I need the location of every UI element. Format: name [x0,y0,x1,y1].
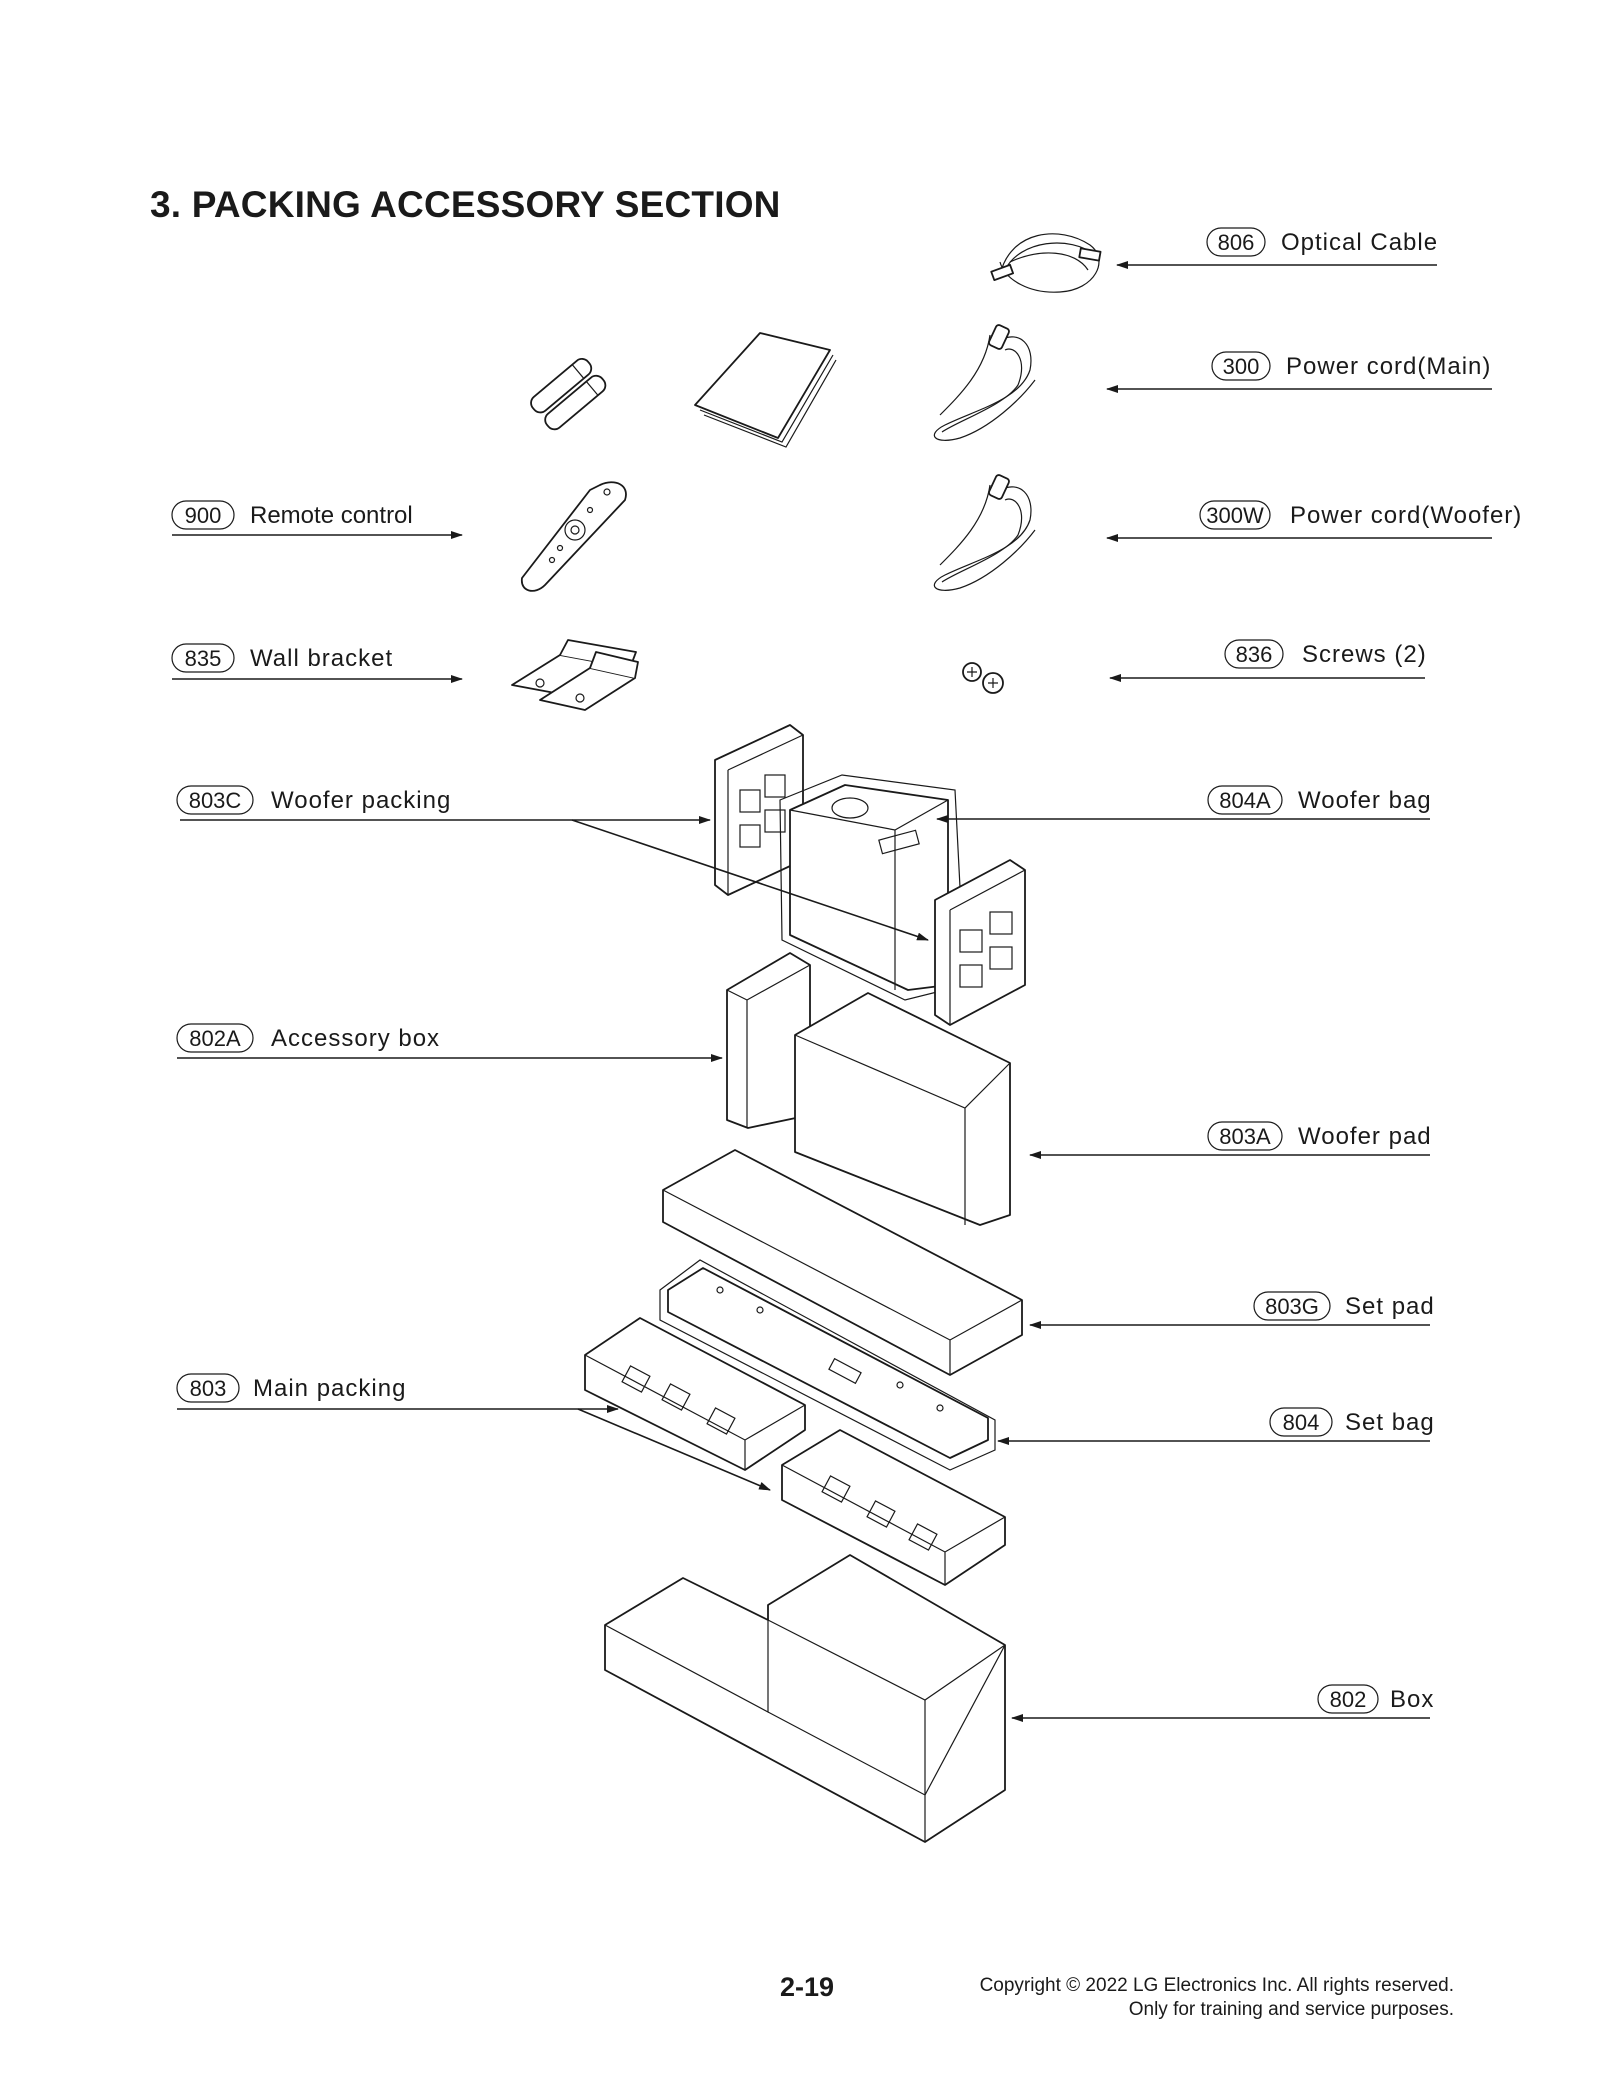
leader-803-b [577,1408,771,1491]
callout-835: 835 Wall bracket [171,643,393,673]
callout-code: 803 [190,1376,227,1401]
main-packing-left-illustration [584,1317,806,1471]
callout-code: 835 [185,646,222,671]
owners-manual-illustration [694,332,837,448]
callout-802a: 802A Accessory box [176,1023,440,1053]
callout-label: Wall bracket [250,645,393,672]
callout-label: Accessory box [271,1025,440,1052]
callout-300: 300 Power cord(Main) [1211,351,1491,381]
callout-label: Woofer pad [1298,1123,1432,1150]
callout-804a: 804A Woofer bag [1207,785,1432,815]
callout-code: 804 [1283,1410,1320,1435]
callout-label: Screws (2) [1302,641,1427,668]
box-illustration [604,1554,1006,1843]
main-packing-right-illustration [781,1429,1006,1586]
callout-label: Woofer bag [1298,787,1432,814]
callout-code: 802 [1330,1687,1367,1712]
callout-code: 803C [189,788,242,813]
woofer-pad-illustration [794,992,1011,1226]
callout-code: 836 [1236,642,1273,667]
callout-804: 804 Set bag [1269,1407,1435,1437]
woofer-packing-right-illustration [934,859,1026,1026]
screws-illustration [962,662,1004,694]
set-pad-illustration [662,1149,1023,1376]
callout-806: 806 Optical Cable [1206,227,1438,257]
callout-label: Woofer packing [271,787,451,814]
copyright-line-2: Only for training and service purposes. [1128,1999,1454,2020]
callout-836: 836 Screws (2) [1224,639,1427,669]
set-bag-illustration [659,1259,996,1471]
callout-label: Remote control [250,502,413,529]
callout-803g: 803G Set pad [1253,1291,1435,1321]
callout-900: 900 Remote control [171,500,413,530]
callout-label: Power cord(Woofer) [1290,502,1522,529]
remote-control-illustration [521,481,627,592]
power-cord-woofer-illustration [933,474,1036,591]
callout-300w: 300W Power cord(Woofer) [1199,500,1522,530]
callout-label: Power cord(Main) [1286,353,1491,380]
callout-label: Set pad [1345,1293,1435,1320]
batteries-illustration [530,358,607,431]
callout-code: 806 [1218,230,1255,255]
callout-code: 900 [185,503,222,528]
callout-label: Main packing [253,1375,406,1402]
optical-cable-illustration [990,233,1102,293]
callout-803: 803 Main packing [176,1373,406,1403]
copyright-notice: Copyright © 2022 LG Electronics Inc. All… [980,1974,1454,2022]
callout-code: 300 [1223,354,1260,379]
callout-802: 802 Box [1317,1684,1434,1714]
power-cord-main-illustration [933,324,1036,441]
leader-803c-b [571,819,929,941]
callout-code: 300W [1206,503,1264,528]
page-number: 2-19 [780,1972,835,2002]
callout-803c: 803C Woofer packing [176,785,451,815]
section-title: 3. PACKING ACCESSORY SECTION [150,184,781,225]
callout-803a: 803A Woofer pad [1207,1121,1432,1151]
callout-code: 804A [1219,788,1271,813]
callout-code: 803G [1265,1294,1319,1319]
wall-bracket-illustration [511,639,639,711]
callout-label: Box [1390,1686,1434,1713]
callout-code: 803A [1219,1124,1271,1149]
copyright-line-1: Copyright © 2022 LG Electronics Inc. All… [979,1975,1454,1996]
callout-label: Set bag [1345,1409,1435,1436]
callout-code: 802A [189,1026,241,1051]
callout-label: Optical Cable [1281,229,1438,256]
